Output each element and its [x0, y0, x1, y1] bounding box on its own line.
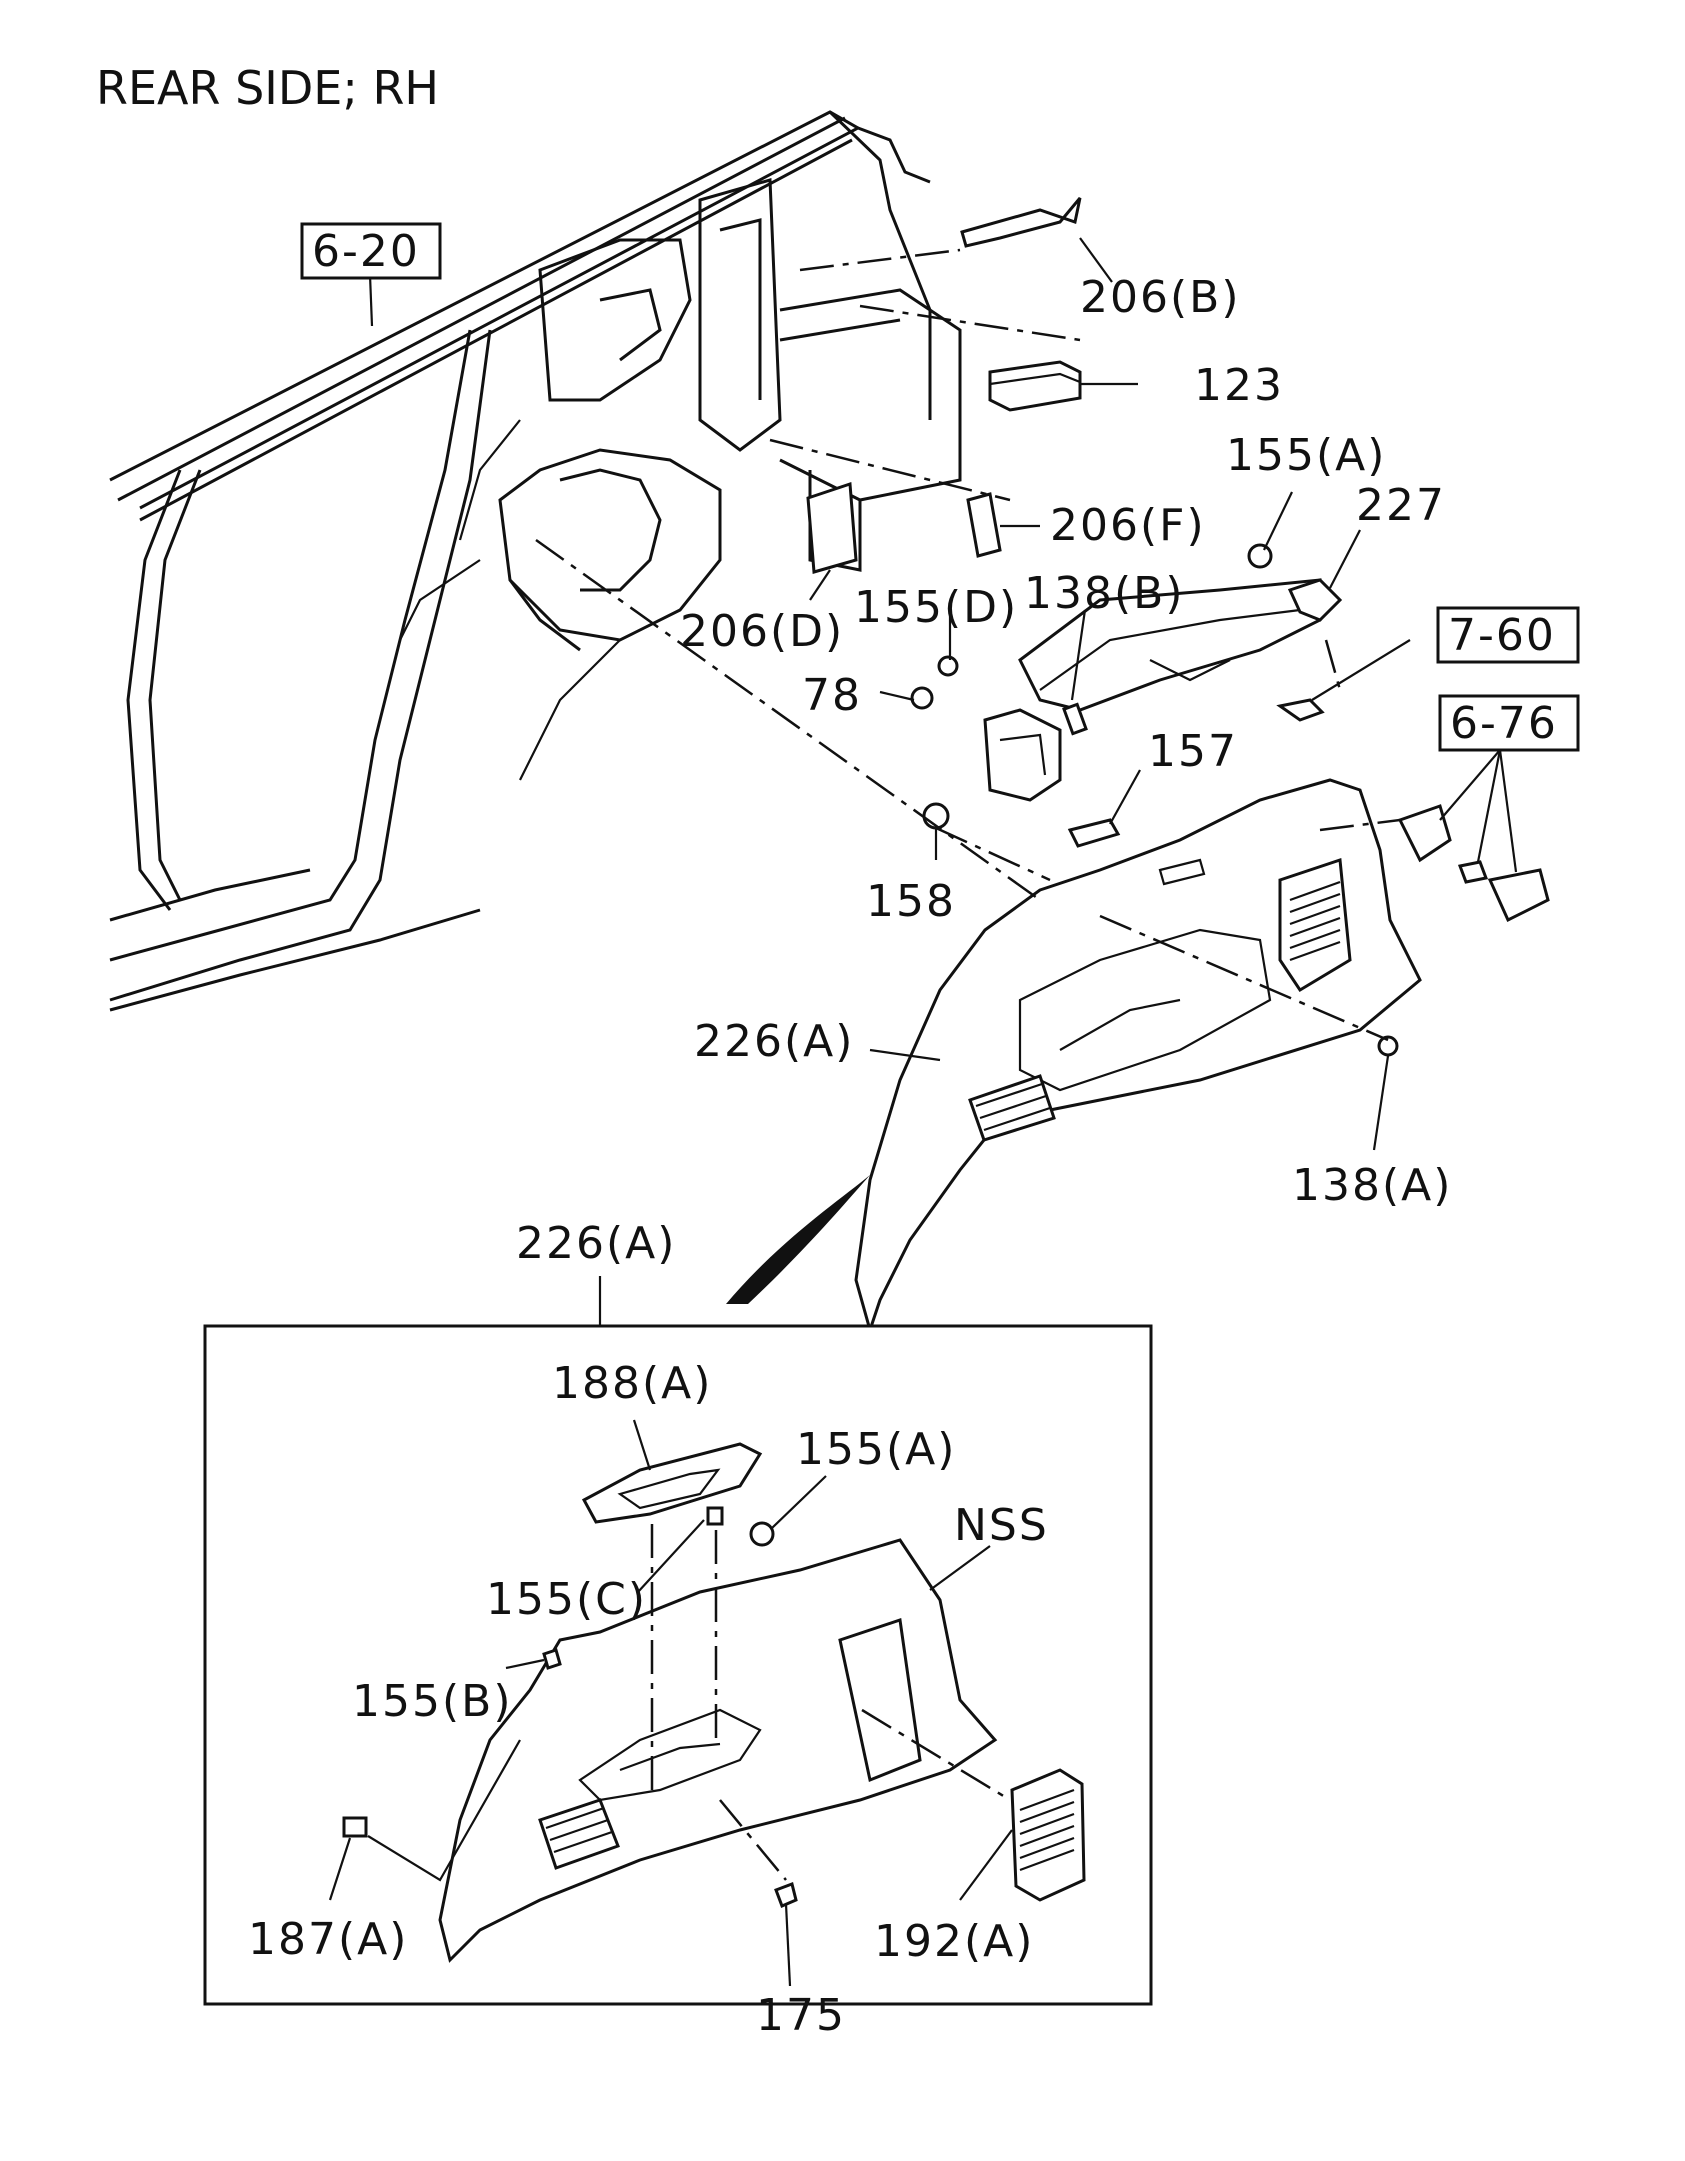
detail-arrow — [726, 1175, 870, 1304]
callout-187A[interactable]: 187(A) — [248, 1914, 408, 1965]
callout-155D[interactable]: 155(D) — [854, 582, 1018, 633]
callout-158[interactable]: 158 — [866, 876, 956, 927]
diagram-title: REAR SIDE; RH — [96, 61, 439, 115]
callout-NSS[interactable]: NSS — [954, 1500, 1049, 1551]
reference-6-20-label: 6-20 — [312, 226, 420, 277]
callout-192A[interactable]: 192(A) — [874, 1916, 1034, 1967]
reference-7-60-label: 7-60 — [1448, 610, 1556, 661]
callout-226A-main[interactable]: 226(A) — [694, 1016, 854, 1067]
quarter-trim-panel-main — [854, 778, 1422, 1336]
callout-138B[interactable]: 138(B) — [1024, 568, 1185, 619]
reference-6-76-label: 6-76 — [1450, 698, 1558, 749]
callout-206D[interactable]: 206(D) — [680, 606, 844, 657]
leader-lines — [328, 237, 1518, 1987]
detail-parts — [342, 1442, 1086, 1963]
callout-155C[interactable]: 155(C) — [486, 1574, 647, 1625]
reference-6-76[interactable]: 6-76 — [1438, 694, 1580, 752]
callout-78[interactable]: 78 — [802, 670, 862, 721]
callout-157[interactable]: 157 — [1148, 726, 1238, 777]
callout-155A-detail[interactable]: 155(A) — [796, 1424, 956, 1475]
callout-138A[interactable]: 138(A) — [1292, 1160, 1452, 1211]
upper-bracket-assembly — [910, 543, 1550, 923]
body-side-shell — [109, 110, 1082, 1012]
callout-123[interactable]: 123 — [1194, 360, 1284, 411]
reference-7-60[interactable]: 7-60 — [1436, 606, 1580, 664]
callout-188A[interactable]: 188(A) — [552, 1358, 712, 1409]
callout-175[interactable]: 175 — [756, 1990, 846, 2041]
callout-227[interactable]: 227 — [1356, 480, 1446, 531]
reference-6-20[interactable]: 6-20 — [300, 222, 442, 280]
callout-206B[interactable]: 206(B) — [1080, 272, 1241, 323]
callout-155A-top[interactable]: 155(A) — [1226, 430, 1386, 481]
callout-226A-detail[interactable]: 226(A) — [516, 1218, 676, 1269]
callout-206F[interactable]: 206(F) — [1050, 500, 1206, 551]
callout-155B[interactable]: 155(B) — [352, 1676, 513, 1727]
